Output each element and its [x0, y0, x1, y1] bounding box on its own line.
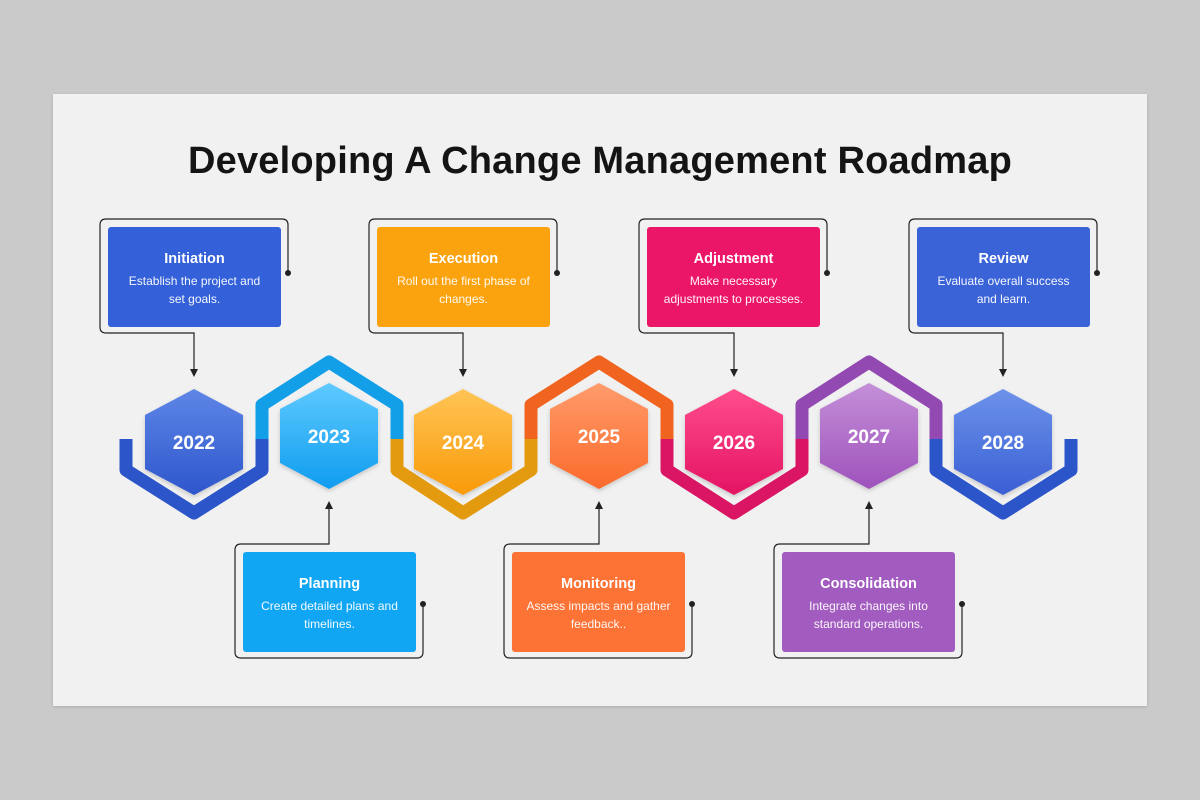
card-review: Review Evaluate overall success and lear…: [917, 227, 1090, 327]
year-label-2027: 2027: [848, 427, 890, 448]
connector-outlines: [99, 218, 1098, 659]
dot-execution: [554, 270, 560, 276]
year-label-2025: 2025: [578, 427, 621, 448]
arrow-down-adjustment: [730, 369, 738, 377]
card-adjustment: Adjustment Make necessary adjustments to…: [647, 227, 820, 327]
card-description: Integrate changes into standard operatio…: [809, 599, 928, 631]
hexagon-2023: [280, 383, 378, 489]
connector-frame-review: [908, 218, 1098, 370]
connector-frame-execution: [368, 218, 558, 370]
card-heading: Planning: [298, 576, 361, 592]
connector-frame-planning: [234, 508, 424, 659]
connector-arrowheads: [190, 369, 1007, 509]
card-monitoring: Monitoring Assess impacts and gather fee…: [512, 552, 685, 652]
card-execution: Execution Roll out the first phase of ch…: [377, 227, 550, 327]
ribbon-2028: [929, 439, 1078, 520]
card-heading: Consolidation: [820, 576, 917, 592]
card-heading: Initiation: [164, 251, 225, 267]
ribbon-2023: [255, 355, 404, 439]
card-heading: Adjustment: [693, 251, 774, 267]
arrow-up-consolidation: [865, 501, 873, 509]
dot-planning: [420, 601, 426, 607]
ribbon-2026: [660, 439, 809, 520]
ribbon-2022: [119, 439, 269, 520]
hexagon-2024: [414, 389, 512, 495]
arrow-up-planning: [325, 501, 333, 509]
card-description: Create detailed plans and timelines.: [261, 599, 398, 631]
ribbon-2027: [795, 355, 943, 439]
year-label-2023: 2023: [308, 427, 350, 448]
year-label-2026: 2026: [713, 433, 755, 454]
card-description: Roll out the first phase of changes.: [397, 274, 530, 306]
dot-consolidation: [959, 601, 965, 607]
card-planning: Planning Create detailed plans and timel…: [243, 552, 416, 652]
dot-initiation: [285, 270, 291, 276]
card-description: Assess impacts and gather feedback..: [526, 599, 671, 631]
card-consolidation: Consolidation Integrate changes into sta…: [782, 552, 955, 652]
hexagon-group: [145, 383, 1052, 495]
hexagon-2027: [820, 383, 918, 489]
connector-frame-initiation: [99, 218, 289, 370]
dot-review: [1094, 270, 1100, 276]
hexagon-2025: [550, 383, 648, 489]
card-description: Make necessary adjustments to processes.: [663, 274, 804, 306]
card-description: Evaluate overall success and learn.: [937, 274, 1070, 306]
hexagon-2028: [954, 389, 1052, 495]
connector-dots: [285, 270, 1100, 607]
ribbon-track: [119, 355, 1078, 520]
card-heading: Execution: [428, 251, 499, 267]
connector-frame-consolidation: [773, 508, 963, 659]
arrow-down-execution: [459, 369, 467, 377]
arrow-down-initiation: [190, 369, 198, 377]
card-heading: Monitoring: [561, 576, 636, 592]
arrow-down-review: [999, 369, 1007, 377]
dot-adjustment: [824, 270, 830, 276]
connector-frame-adjustment: [638, 218, 828, 370]
arrow-up-monitoring: [595, 501, 603, 509]
connector-frame-monitoring: [503, 508, 693, 659]
page-title: Developing A Change Management Roadmap: [187, 140, 1012, 182]
hexagon-2022: [145, 389, 243, 495]
hexagon-2026: [685, 389, 783, 495]
dot-monitoring: [689, 601, 695, 607]
card-description: Establish the project and set goals.: [128, 274, 261, 306]
year-label-2024: 2024: [442, 433, 485, 454]
card-initiation: Initiation Establish the project and set…: [108, 227, 281, 327]
year-label-2022: 2022: [173, 433, 215, 454]
card-heading: Review: [978, 251, 1029, 267]
ribbon-2024: [390, 439, 538, 520]
year-label-2028: 2028: [982, 433, 1024, 454]
ribbon-2025: [524, 355, 674, 439]
